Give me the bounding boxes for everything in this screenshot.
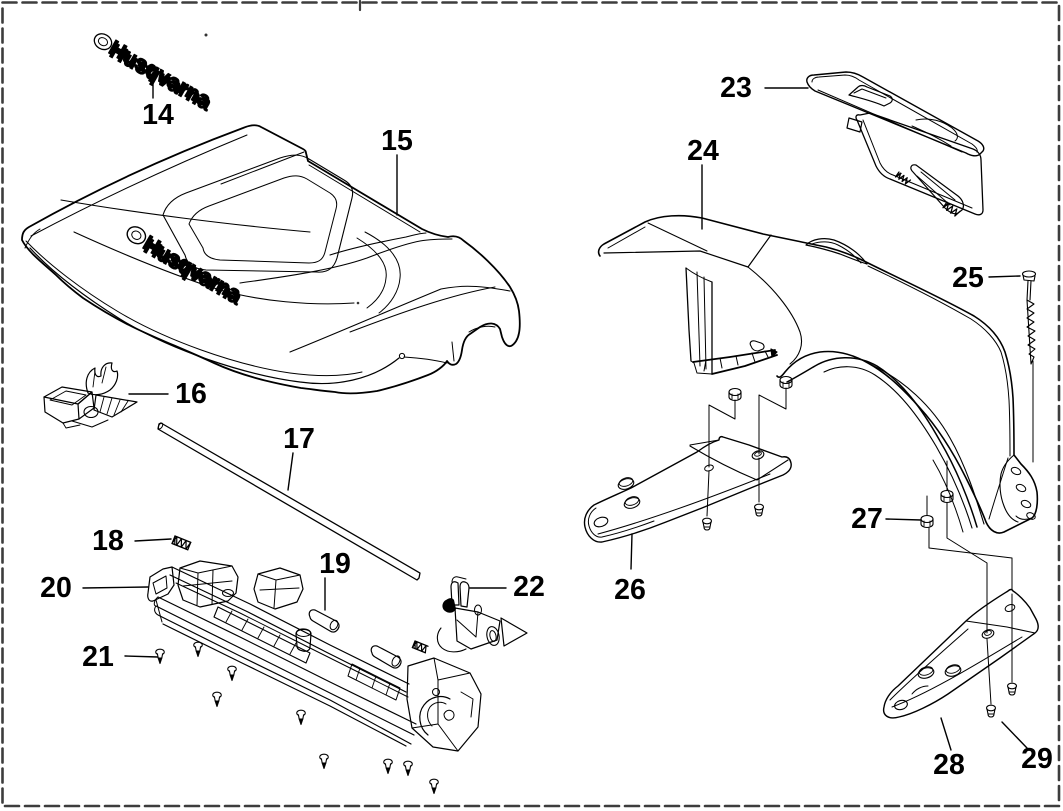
svg-text:26: 26 [614, 574, 646, 606]
svg-text:18: 18 [92, 525, 124, 557]
svg-text:21: 21 [82, 641, 114, 673]
svg-text:25: 25 [952, 262, 984, 294]
svg-text:24: 24 [687, 135, 719, 167]
svg-text:20: 20 [40, 572, 72, 604]
svg-text:19: 19 [319, 548, 351, 580]
svg-text:14: 14 [142, 99, 174, 131]
svg-text:29: 29 [1021, 743, 1053, 775]
svg-text:28: 28 [933, 749, 965, 781]
svg-text:22: 22 [513, 571, 545, 603]
svg-text:15: 15 [381, 125, 413, 157]
svg-text:23: 23 [720, 72, 752, 104]
svg-text:Husqvarna: Husqvarna [139, 231, 246, 307]
svg-text:27: 27 [851, 503, 883, 535]
svg-text:16: 16 [175, 378, 207, 410]
svg-text:17: 17 [283, 423, 315, 455]
